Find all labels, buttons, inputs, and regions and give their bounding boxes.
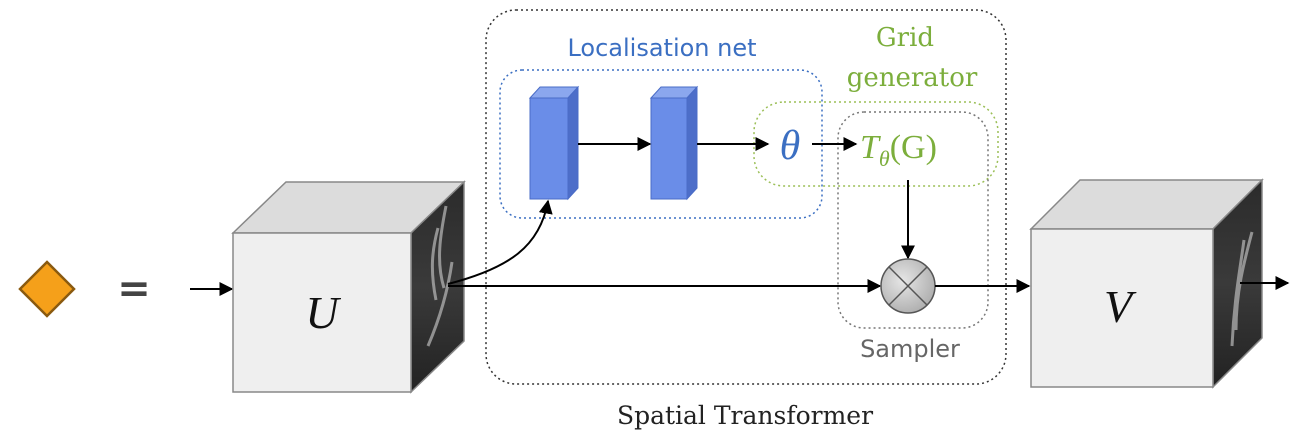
diamond-icon — [18, 260, 76, 318]
spatial-transformer-box — [485, 9, 1007, 385]
input-cube-side-texture — [426, 205, 454, 347]
input-cube-u: U — [231, 180, 466, 394]
loc-layer-1 — [528, 85, 580, 201]
localisation-net-label: Localisation net — [567, 34, 756, 62]
sampler-label: Sampler — [860, 335, 960, 363]
sampler-box — [837, 111, 989, 329]
spatial-transformer-label: Spatial Transformer — [617, 401, 873, 430]
input-cube-front — [232, 232, 412, 393]
output-cube-side-texture — [1230, 231, 1254, 347]
grid-generator-label-line2: generator — [847, 63, 978, 93]
transform-function: Tθ(G) — [860, 129, 937, 171]
sampler-operator-icon — [880, 258, 936, 314]
equals-sign: = — [117, 266, 151, 312]
output-cube-v: V — [1029, 178, 1264, 389]
grid-generator-label-line1: Grid — [876, 23, 934, 53]
loc-layer-2 — [649, 85, 699, 201]
output-cube-front — [1030, 228, 1214, 388]
input-cube-label: U — [305, 287, 341, 338]
output-cube-label: V — [1104, 281, 1137, 332]
localisation-net-box — [499, 69, 823, 219]
theta-symbol: θ — [780, 123, 801, 169]
arrow-u-to-localisation — [447, 199, 553, 285]
